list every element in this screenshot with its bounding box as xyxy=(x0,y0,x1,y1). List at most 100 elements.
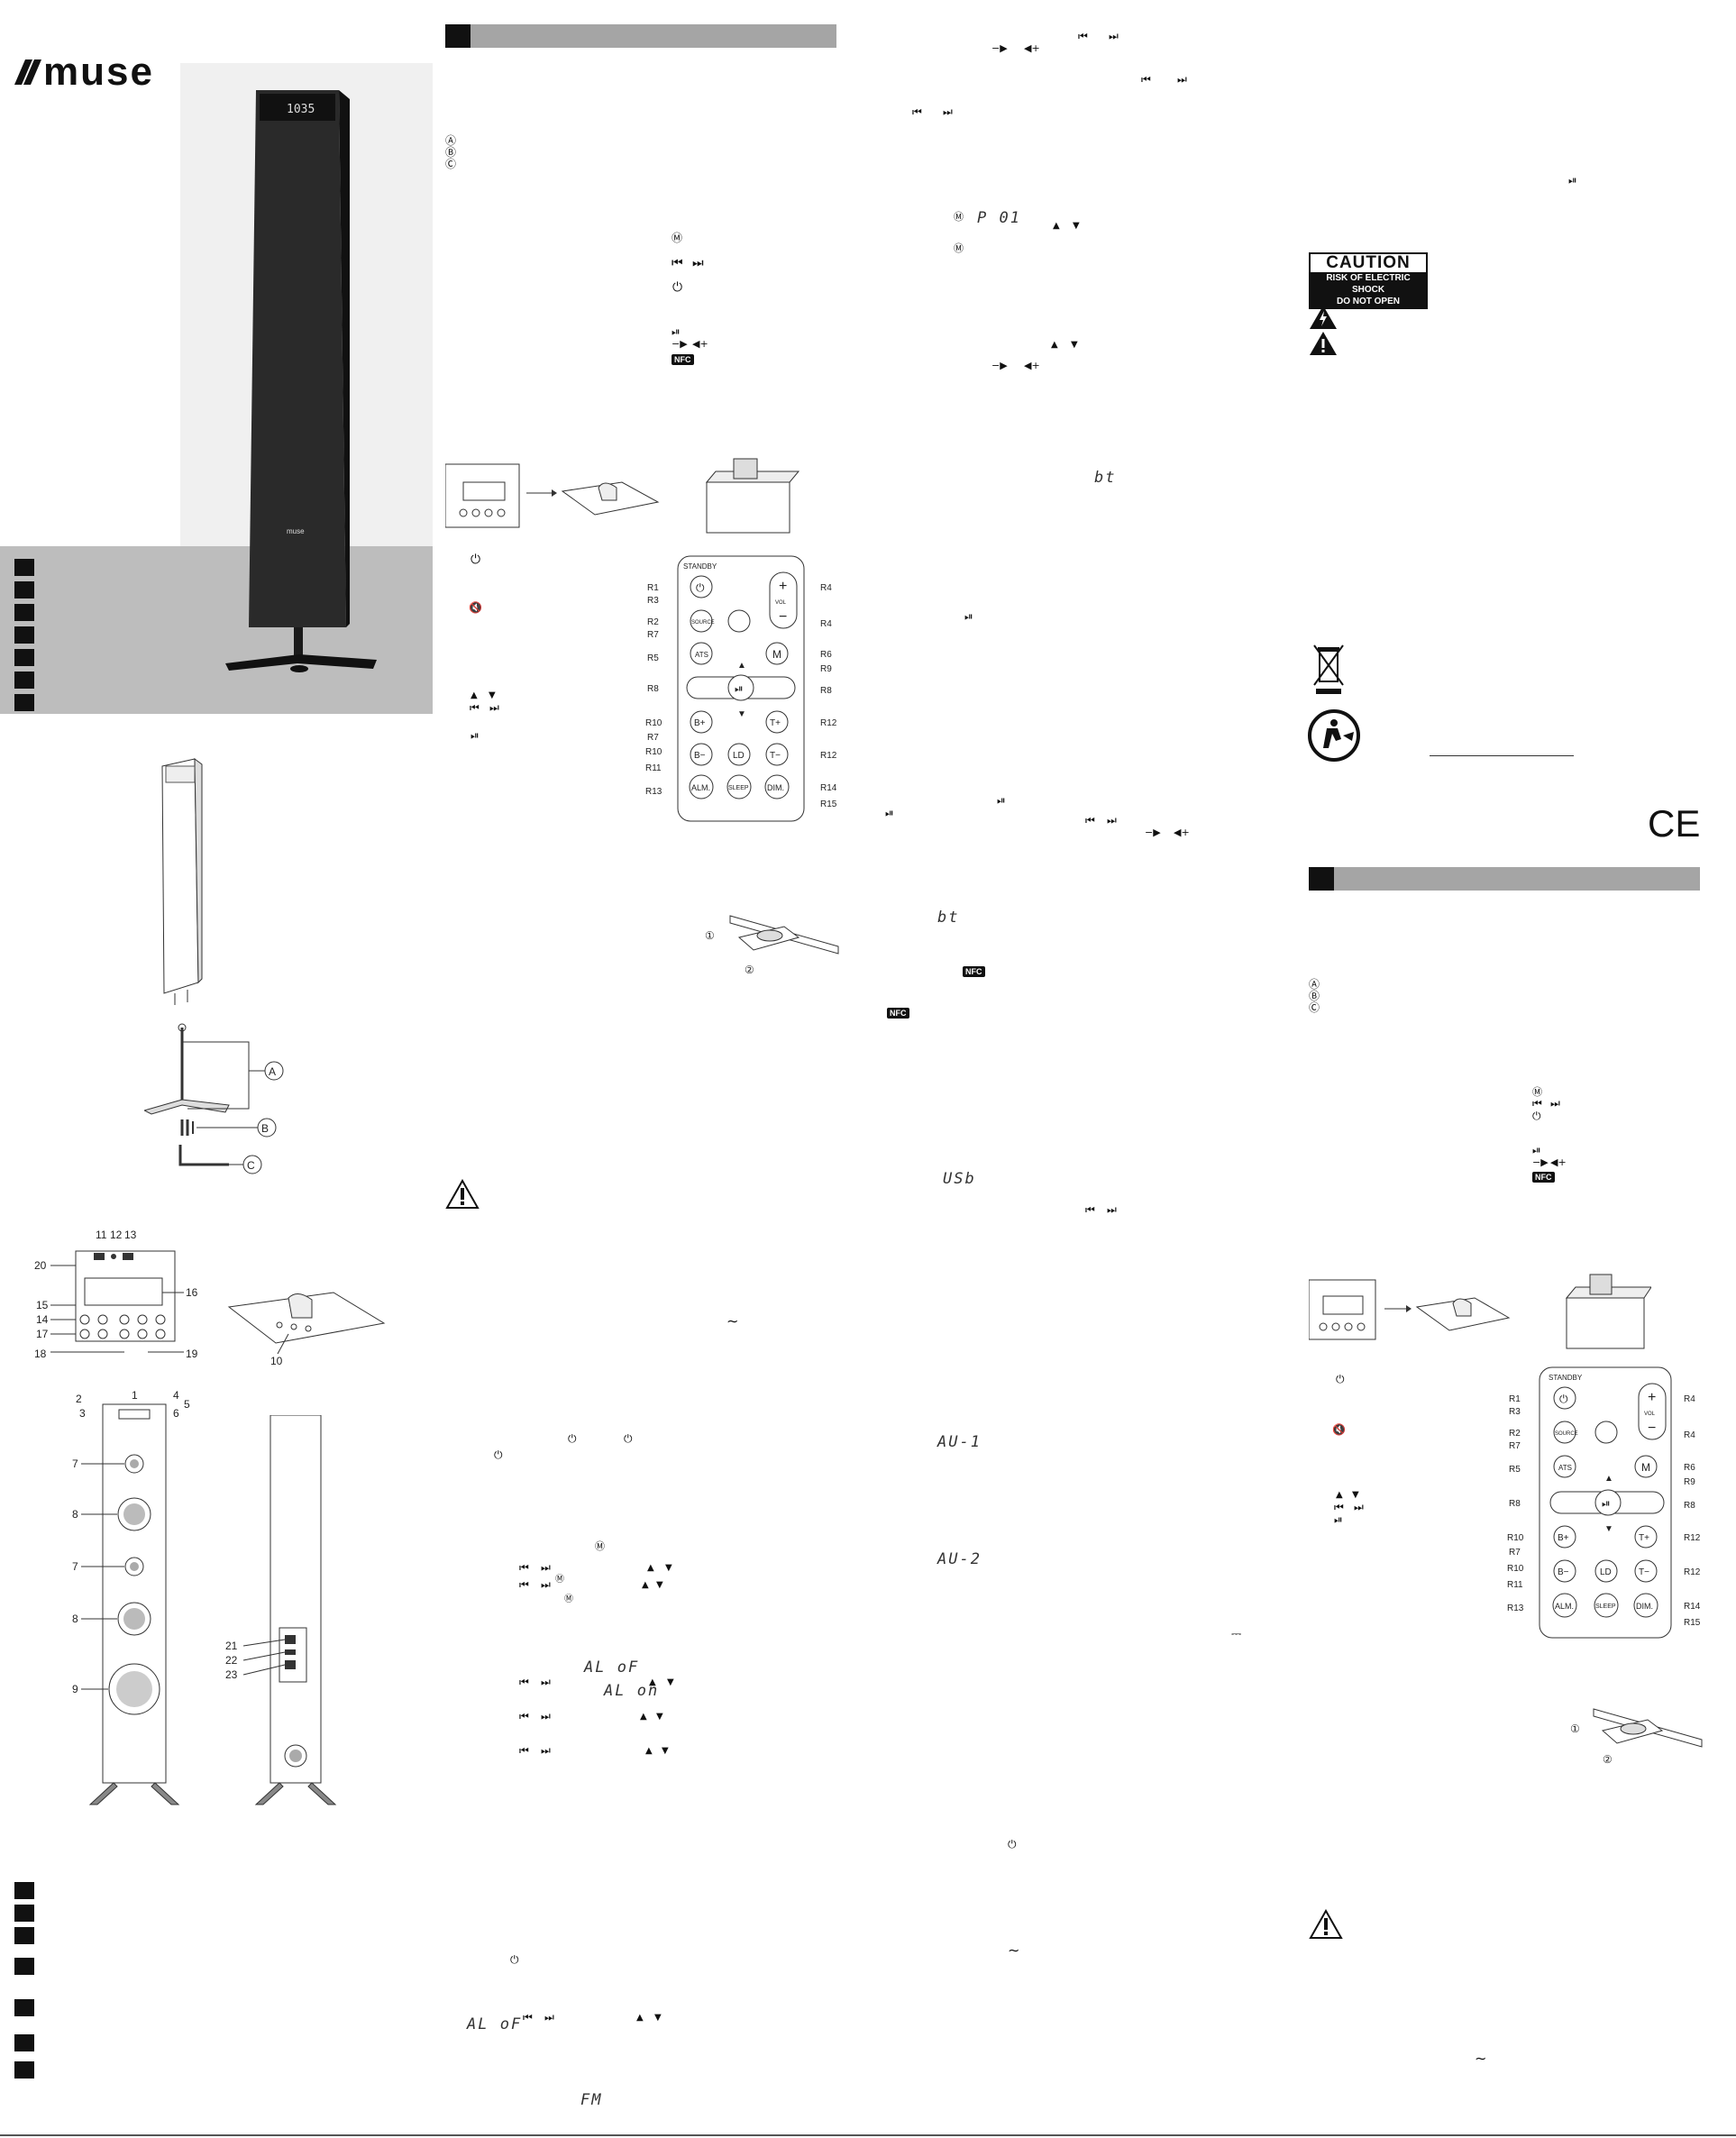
down-icon: ▼ xyxy=(654,2013,662,2023)
remote-down-glyph: ▼ xyxy=(737,709,746,719)
down-icon: ▼ xyxy=(656,1580,663,1590)
panel-stand-diagram xyxy=(445,458,800,534)
remote2-label-r12a: R12 xyxy=(1684,1533,1701,1543)
remote2-label-r9: R9 xyxy=(1684,1477,1695,1487)
underline-rule xyxy=(1430,755,1574,756)
remote-standby-label: STANDBY xyxy=(683,562,717,571)
au1-readout: AU-1 xyxy=(937,1433,982,1451)
mem-icon: Ⓜ xyxy=(1532,1086,1542,1098)
remote2-standby-label: STANDBY xyxy=(1549,1374,1583,1382)
remote2-source-label: SOURCE xyxy=(1555,1431,1578,1437)
next-icon: ⏭ xyxy=(1107,814,1117,827)
prev-icon: ⏮ xyxy=(1141,73,1151,86)
marker-c: C xyxy=(247,1159,255,1172)
lang-square-6 xyxy=(14,672,34,689)
weee-bin-icon xyxy=(1313,644,1344,694)
up-icon: ▲ xyxy=(647,1563,654,1573)
dc-icon: ⎓ xyxy=(1231,1627,1242,1641)
next-icon: ⏭ xyxy=(1177,73,1187,86)
recycle-triman-icon xyxy=(1308,709,1360,762)
callout-13: 13 xyxy=(124,1229,137,1241)
lang-square-7 xyxy=(14,694,34,711)
vol-up-icon: ◀+ xyxy=(1550,1156,1567,1168)
cover-band xyxy=(0,546,433,714)
mem-icon: Ⓜ xyxy=(954,211,964,223)
remote-label-r8a: R8 xyxy=(647,684,659,694)
remote-label-r10b: R10 xyxy=(645,747,662,757)
remote-play-glyph: ⏯ xyxy=(735,682,744,695)
brand-logo: muse xyxy=(14,52,152,92)
remote-source-label: SOURCE xyxy=(691,620,715,626)
callout-5: 5 xyxy=(184,1398,190,1411)
prev-icon: ⏮ xyxy=(470,701,480,714)
remote-bplus-label: B+ xyxy=(694,718,706,728)
remote2-ats-label: ATS xyxy=(1558,1464,1572,1472)
battery-diagram: ① ② xyxy=(705,915,839,976)
mem-icon: Ⓜ xyxy=(954,242,964,254)
caution-title: CAUTION xyxy=(1311,254,1426,272)
assembly-diagram: A B C xyxy=(144,757,284,1174)
ac-icon: ∼ xyxy=(1475,2050,1487,2067)
playpause-icon: ⏯ xyxy=(997,794,1006,807)
up-icon: ▲ xyxy=(636,2013,644,2023)
remote2-label-r8b: R8 xyxy=(1684,1501,1695,1511)
circle-a-icon: Ⓐ xyxy=(445,134,457,147)
callout-7a: 7 xyxy=(72,1457,78,1470)
callout-18: 18 xyxy=(34,1348,47,1360)
caution-line-1: RISK OF ELECTRIC SHOCK xyxy=(1311,272,1426,296)
usb-readout: USb xyxy=(943,1170,976,1188)
remote-tplus-label: T+ xyxy=(770,718,781,728)
remote2-label-r3: R3 xyxy=(1509,1407,1521,1417)
remote-label-r8b: R8 xyxy=(820,686,832,696)
prev-icon: ⏮ xyxy=(523,2011,533,2024)
remote2-up-glyph: ▲ xyxy=(1604,1474,1613,1484)
remote-vol-label: VOL xyxy=(775,600,787,606)
remote2-label-r10b: R10 xyxy=(1507,1564,1524,1574)
remote-label-r7a: R7 xyxy=(647,630,659,640)
power-icon: ⏻ xyxy=(624,1432,633,1445)
playpause-icon: ⏯ xyxy=(1334,1513,1343,1526)
prev-icon: ⏮ xyxy=(519,1561,529,1574)
alof-readout-1: AL oF xyxy=(584,1658,640,1677)
callout-10: 10 xyxy=(270,1355,283,1367)
top-panel-perspective: 10 xyxy=(227,1292,386,1367)
remote2-label-r1: R1 xyxy=(1509,1394,1521,1404)
remote-m-label: M xyxy=(772,648,781,661)
section-header-bar-1 xyxy=(445,24,836,48)
remote2-label-r8a: R8 xyxy=(1509,1499,1521,1509)
nfc-icon: NFC xyxy=(963,966,985,977)
circle-c-icon: Ⓒ xyxy=(1309,1001,1320,1014)
nfc-icon: NFC xyxy=(672,354,694,365)
playpause-icon: ⏯ xyxy=(672,325,681,338)
circle-b-icon: Ⓑ xyxy=(1309,990,1320,1002)
remote2-label-r10a: R10 xyxy=(1507,1533,1524,1543)
page-bottom-rule xyxy=(0,2134,1736,2136)
remote2-label-r15: R15 xyxy=(1684,1618,1701,1628)
down-icon: ▼ xyxy=(489,690,496,700)
remote-label-r11: R11 xyxy=(645,763,662,773)
down-icon: ▼ xyxy=(1071,340,1078,350)
prev-icon: ⏮ xyxy=(1085,1203,1095,1216)
vol-up-icon: ◀+ xyxy=(1174,827,1190,838)
remote2-sleep-label: SLEEP xyxy=(1595,1604,1616,1610)
vol-down-icon: −▶ xyxy=(1532,1156,1549,1168)
tower-front-diagram: 1 2 3 4 5 6 7 8 7 8 9 xyxy=(72,1389,190,1805)
remote2-label-r7b: R7 xyxy=(1509,1548,1521,1558)
marker-a: A xyxy=(269,1065,276,1078)
warning-icon xyxy=(1310,332,1337,355)
up-icon: ▲ xyxy=(640,1712,647,1722)
callout-19: 19 xyxy=(186,1348,198,1360)
callout-16: 16 xyxy=(186,1286,198,1299)
prev-icon: ⏮ xyxy=(519,1578,529,1591)
mem-icon: Ⓜ xyxy=(595,1540,605,1552)
next-icon: ⏭ xyxy=(1109,30,1119,42)
callout-4: 4 xyxy=(173,1389,179,1402)
nfc-icon: NFC xyxy=(1532,1172,1555,1183)
circle-a-icon: Ⓐ xyxy=(1309,978,1320,991)
power-icon: ⏻ xyxy=(1532,1110,1541,1122)
next-icon: ⏭ xyxy=(541,1676,551,1688)
remote-label-r6: R6 xyxy=(820,650,832,660)
down-icon: ▼ xyxy=(667,1677,674,1687)
down-icon: ▼ xyxy=(1073,221,1080,231)
power-icon: ⏻ xyxy=(494,1448,503,1461)
